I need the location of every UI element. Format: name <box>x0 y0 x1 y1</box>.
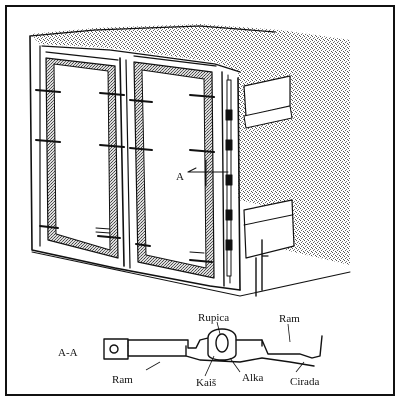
eyelet <box>215 333 229 353</box>
label-ram-left: Ram <box>112 374 133 386</box>
tarp-profile <box>235 335 323 359</box>
frame-profile <box>127 337 209 349</box>
label-cirada: Cirada <box>290 376 319 388</box>
truck-body-illustration <box>29 24 351 297</box>
corner-post <box>221 71 233 287</box>
right-door <box>129 55 217 279</box>
leader-lines <box>145 321 305 377</box>
label-kais: Kaiš <box>196 377 216 389</box>
callout-letter: A <box>176 171 184 183</box>
bracket-hole <box>109 344 119 354</box>
label-alka: Alka <box>242 372 264 384</box>
outer-frame <box>5 5 395 396</box>
section-aa-detail <box>103 328 323 367</box>
tarpaulin-roof <box>30 24 350 72</box>
label-ram-top: Ram <box>279 313 300 325</box>
section-label: A-A <box>58 347 78 359</box>
left-door <box>35 51 125 259</box>
label-rupica: Rupica <box>198 312 229 324</box>
